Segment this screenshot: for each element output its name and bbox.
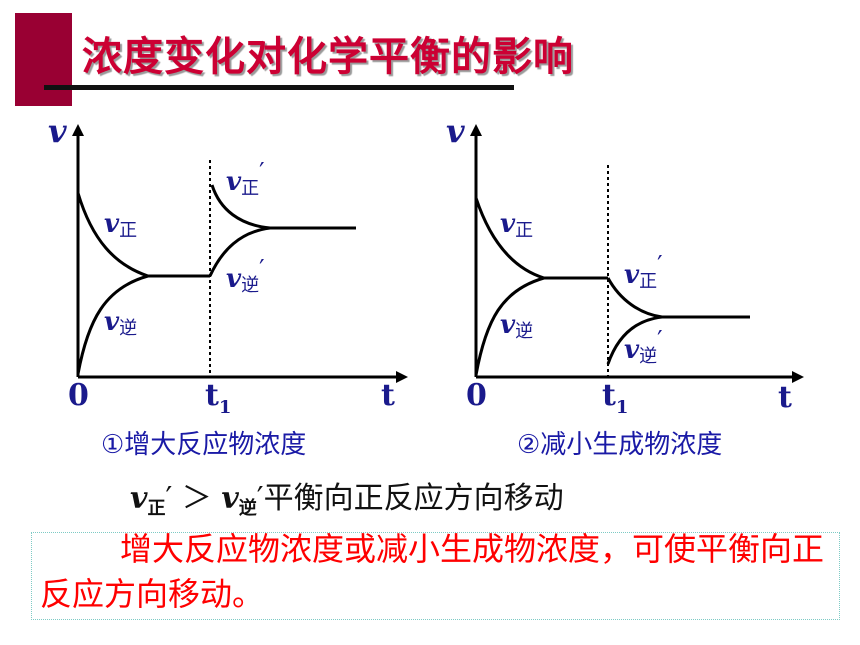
prime-1: ′ [165, 481, 173, 516]
reverse-rate-curve [474, 276, 545, 376]
reverse-rate-curve [76, 274, 149, 375]
forward-rate-new-curve [606, 277, 663, 319]
v-reverse-symbol: v [221, 481, 239, 516]
forward-rate-curve [76, 192, 149, 278]
conclusion-text: 平衡向正反应方向移动 [263, 481, 564, 516]
y-axis-label: v [446, 112, 465, 150]
forward-rate-new-label: v正′ [226, 158, 265, 199]
diagram-2-caption: ②减小生成物浓度 [517, 430, 723, 460]
y-axis-label: v [48, 112, 67, 150]
title-underline [44, 85, 514, 90]
forward-rate-label: v正 [104, 209, 137, 241]
reverse-rate-new-curve [208, 226, 271, 277]
v-forward-symbol: v [130, 481, 148, 516]
x-axis-label: t [778, 380, 792, 415]
prime-2: ′ [256, 481, 264, 516]
reverse-rate-new-curve [606, 315, 663, 365]
reverse-rate-new-label: v逆′ [624, 326, 663, 367]
t1-label: t1 [205, 378, 231, 418]
forward-rate-label: v正 [500, 209, 533, 241]
forward-rate-new-curve [210, 184, 271, 230]
v-forward-sub: 正 [147, 498, 166, 519]
t1-sub: 1 [219, 397, 232, 418]
forward-rate-curve [474, 197, 545, 280]
summary-note: 增大反应物浓度或减小生成物浓度，可使平衡向正反应方向移动。 [40, 530, 825, 613]
greater-than-sign: ＞ [181, 481, 212, 516]
diagram-2: v t 0 t1 v正 v逆 v正′ v逆′ [446, 112, 804, 418]
note-box [31, 532, 840, 620]
reverse-rate-label: v逆 [500, 310, 533, 342]
v-reverse-sub: 逆 [238, 498, 257, 519]
origin-label: 0 [68, 378, 89, 413]
title-accent-block [15, 13, 72, 106]
diagram-1-caption: ①增大反应物浓度 [101, 430, 307, 460]
conclusion-line: v正′ ＞ v逆′平衡向正反应方向移动 [130, 473, 564, 520]
diagram-1: v t 0 t1 v正 v逆 v正′ v逆′ [48, 112, 408, 418]
rate-time-diagrams: v t 0 t1 v正 v逆 v正′ v逆′ v t 0 t1 v正 v逆 v正… [48, 112, 804, 418]
t1-sub: 1 [616, 397, 629, 418]
reverse-rate-label: v逆 [104, 307, 137, 339]
x-axis-label: t [381, 378, 395, 413]
origin-label: 0 [466, 378, 487, 413]
forward-rate-new-label: v正′ [624, 251, 663, 292]
reverse-rate-new-label: v逆′ [226, 255, 265, 296]
page-title: 浓度变化对化学平衡的影响 [82, 34, 574, 80]
t1-label: t1 [602, 378, 628, 418]
